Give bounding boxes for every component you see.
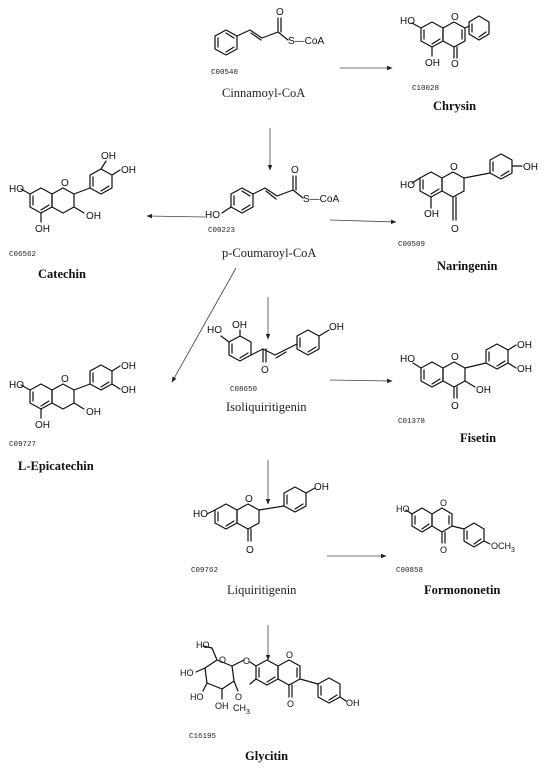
epicatechin-ring-o: O	[61, 374, 69, 385]
isoliquiritigenin-oh: OH	[329, 322, 344, 333]
glycitin-id: C16195	[189, 733, 217, 741]
cinnamoyl-coa-structure: O S—CoA	[214, 7, 324, 56]
chrysin-ho: HO	[400, 16, 415, 27]
glycitin-ch3: CH3	[233, 703, 250, 716]
fisetin-oh-2: OH	[517, 364, 532, 375]
fisetin-oh-1: OH	[517, 340, 532, 351]
glycitin-glycosidic-o: O	[243, 656, 250, 666]
isoliquiritigenin-name: Isoliquiritigenin	[226, 400, 307, 414]
cinnamoyl-o-label: O	[276, 7, 284, 18]
glycitin-structure: HO O O O HO HO OH O CH3 O OH	[180, 640, 360, 716]
glycitin-oh-1: HO	[196, 640, 210, 650]
coumaroyl-coa-group: S—CoA	[303, 194, 339, 205]
epicatechin-structure: O OH OH HO OH OH	[9, 361, 136, 431]
chrysin-ring-o: O	[451, 12, 459, 23]
coumaroyl-o-label: O	[291, 165, 299, 176]
naringenin-name: Naringenin	[437, 259, 497, 273]
glycitin-ring-o: O	[286, 650, 293, 660]
chrysin-carbonyl-o: O	[451, 59, 459, 70]
catechin-oh-4: OH	[35, 224, 50, 235]
naringenin-ring-o: O	[450, 162, 458, 173]
arrow-coumaroyl-to-catechin	[146, 213, 206, 219]
arrow-coumaroyl-to-epicatechin	[171, 267, 237, 383]
formononetin-carbonyl-o: O	[440, 545, 447, 555]
epicatechin-name: L-Epicatechin	[18, 459, 94, 473]
naringenin-oh: OH	[523, 162, 538, 173]
fisetin-oh-3: OH	[476, 385, 491, 396]
coumaroyl-coa-structure: O S—CoA HO	[205, 165, 339, 221]
catechin-structure: O OH OH HO OH OH	[9, 151, 136, 235]
coumaroyl-ho: HO	[205, 210, 220, 221]
glycitin-carbonyl-o: O	[287, 699, 294, 709]
liquiritigenin-ho: HO	[193, 509, 208, 520]
coumaroyl-coa-name: p-Coumaroyl-CoA	[222, 246, 316, 260]
arrow-coumaroyl-to-naringenin	[329, 219, 397, 225]
cinnamoyl-coa-name: Cinnamoyl-CoA	[222, 86, 305, 100]
formononetin-id: C00858	[396, 567, 423, 575]
arrow-isoliquiritigenin-to-fisetin	[329, 378, 393, 384]
epicatechin-id: C09727	[9, 441, 36, 449]
liquiritigenin-carbonyl-o: O	[246, 545, 254, 556]
epicatechin-oh-2: OH	[121, 385, 136, 396]
liquiritigenin-structure: O OH HO O	[193, 482, 329, 556]
isoliquiritigenin-oh-2: OH	[232, 320, 247, 331]
formononetin-ring-o: O	[440, 498, 447, 508]
naringenin-id: C00509	[398, 241, 425, 249]
formononetin-structure: O HO O OCH3	[396, 498, 515, 555]
formononetin-name: Formononetin	[424, 583, 500, 597]
catechin-ho: HO	[9, 184, 24, 195]
glycitin-oh-4: OH	[215, 701, 229, 711]
epicatechin-oh-4: OH	[35, 420, 50, 431]
naringenin-carbonyl-o: O	[451, 224, 459, 235]
naringenin-structure: O OH HO OH O	[400, 153, 538, 235]
fisetin-id: C01378	[398, 418, 425, 426]
formononetin-och3: OCH3	[491, 541, 515, 554]
liquiritigenin-ring-o: O	[245, 494, 253, 505]
cinnamoyl-coa-group: S—CoA	[288, 36, 324, 47]
isoliquiritigenin-structure: HO OH O OH	[207, 320, 344, 376]
naringenin-oh-5: OH	[424, 209, 439, 220]
glycitin-ho-2: HO	[180, 668, 194, 678]
epicatechin-oh-3: OH	[86, 407, 101, 418]
catechin-oh-3: OH	[86, 211, 101, 222]
liquiritigenin-name: Liquiritigenin	[227, 583, 297, 597]
fisetin-name: Fisetin	[460, 431, 496, 445]
isoliquiritigenin-ho: HO	[207, 325, 222, 336]
glycitin-methoxy-o: O	[235, 692, 242, 702]
isoliquiritigenin-carbonyl-o: O	[261, 365, 269, 376]
fisetin-carbonyl-o: O	[451, 401, 459, 412]
epicatechin-oh-1: OH	[121, 361, 136, 372]
glycitin-ho-3: HO	[190, 692, 204, 702]
isoliquiritigenin-id: C08650	[230, 386, 258, 394]
catechin-id: C06562	[9, 251, 36, 259]
coumaroyl-coa-id: C00223	[208, 227, 236, 235]
fisetin-structure: O OH OH HO OH O	[400, 340, 532, 412]
naringenin-ho: HO	[400, 180, 415, 191]
chrysin-name: Chrysin	[433, 99, 476, 113]
formononetin-ho: HO	[396, 504, 410, 514]
chrysin-structure: O HO OH O	[400, 12, 490, 70]
catechin-oh-2: OH	[121, 165, 136, 176]
catechin-ring-o: O	[61, 178, 69, 189]
fisetin-ho: HO	[400, 354, 415, 365]
catechin-oh-1: OH	[101, 151, 116, 162]
glycitin-name: Glycitin	[245, 749, 288, 763]
glycitin-sugar-o: O	[219, 655, 226, 665]
liquiritigenin-oh: OH	[314, 482, 329, 493]
chrysin-oh: OH	[425, 58, 440, 69]
fisetin-ring-o: O	[451, 352, 459, 363]
liquiritigenin-id: C09762	[191, 567, 218, 575]
cinnamoyl-coa-id: C00540	[211, 69, 239, 77]
epicatechin-ho: HO	[9, 380, 24, 391]
glycitin-oh: OH	[346, 698, 360, 708]
catechin-name: Catechin	[38, 267, 86, 281]
chrysin-id: C10028	[412, 85, 439, 93]
